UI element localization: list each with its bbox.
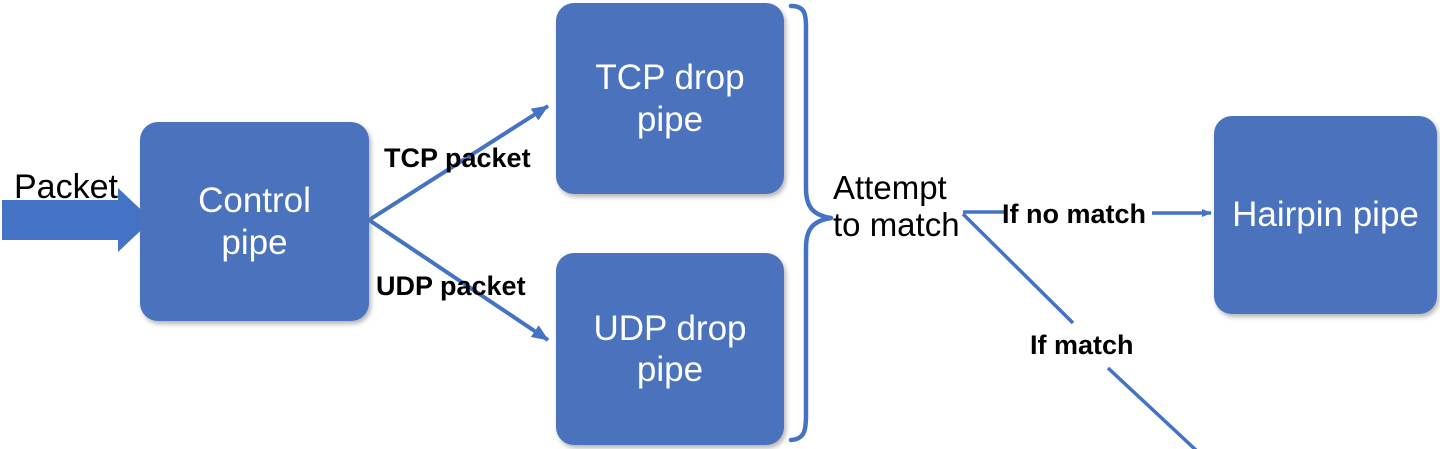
label-packet: Packet bbox=[14, 168, 118, 206]
node-hairpin-pipe-label: Hairpin pipe bbox=[1232, 195, 1419, 235]
edge-if-match-lower-segment bbox=[1106, 366, 1198, 449]
node-udp-drop-pipe[interactable]: UDP drop pipe bbox=[556, 253, 784, 445]
label-attempt-to-match-line1: Attempt bbox=[833, 169, 947, 206]
node-control-pipe-label-line2: pipe bbox=[221, 222, 288, 262]
label-udp-packet: UDP packet bbox=[376, 271, 526, 301]
node-hairpin-pipe[interactable]: Hairpin pipe bbox=[1214, 116, 1437, 314]
label-if-match: If match bbox=[1030, 330, 1134, 360]
node-tcp-drop-pipe-label: TCP drop pipe bbox=[595, 57, 744, 140]
node-control-pipe-label: Control pipe bbox=[198, 180, 311, 263]
label-tcp-packet: TCP packet bbox=[384, 143, 531, 173]
label-attempt-to-match: Attempt to match bbox=[833, 169, 960, 244]
node-tcp-drop-pipe-label-line2: pipe bbox=[636, 99, 704, 139]
node-tcp-drop-pipe-label-line1: TCP drop bbox=[595, 58, 745, 98]
node-control-pipe-label-line1: Control bbox=[198, 181, 311, 221]
grouping-curly-brace bbox=[788, 3, 834, 443]
label-attempt-to-match-line2: to match bbox=[833, 205, 960, 243]
node-udp-drop-pipe-label-line1: UDP drop bbox=[593, 308, 747, 348]
label-if-no-match: If no match bbox=[1002, 199, 1147, 229]
node-udp-drop-pipe-label-line2: pipe bbox=[636, 350, 704, 389]
node-tcp-drop-pipe[interactable]: TCP drop pipe bbox=[556, 3, 784, 194]
edge-if-match-upper-segment bbox=[961, 212, 1075, 325]
node-udp-drop-pipe-label: UDP drop pipe bbox=[593, 308, 746, 391]
node-control-pipe[interactable]: Control pipe bbox=[140, 122, 369, 321]
